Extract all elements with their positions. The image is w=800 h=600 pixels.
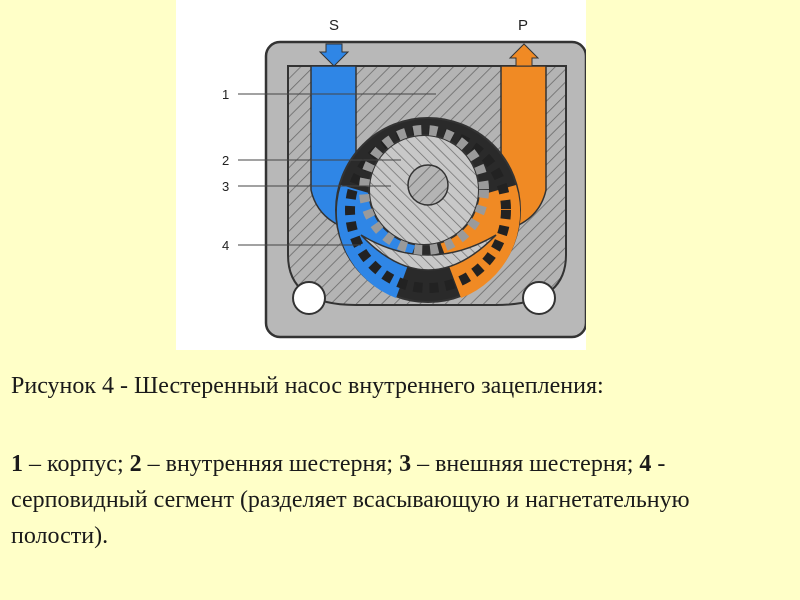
legend-text-3: внешняя шестерня; bbox=[435, 451, 640, 477]
legend-num-4: 4 bbox=[639, 451, 652, 477]
legend-num-2: 2 bbox=[129, 451, 142, 477]
figure-caption-title: Рисунок 4 - Шестеренный насос внутреннег… bbox=[11, 373, 604, 399]
legend-text-2: внутренняя шестерня; bbox=[165, 451, 400, 477]
part-label-4: 4 bbox=[222, 238, 229, 253]
legend-text-4: серповидный сегмент (разделяет всасывающ… bbox=[11, 487, 690, 549]
part-label-2: 2 bbox=[222, 153, 229, 168]
crescent-segment bbox=[360, 234, 497, 271]
pressure-arrow-icon bbox=[508, 43, 540, 67]
legend-sep-2: – bbox=[141, 451, 166, 477]
bolt-hole-right bbox=[522, 281, 556, 315]
figure-caption-legend: 1 – корпус; 2 – внутренняя шестерня; 3 –… bbox=[11, 446, 791, 554]
bolt-hole-left bbox=[292, 281, 326, 315]
suction-arrow-icon bbox=[318, 43, 350, 67]
outer-gear-ring bbox=[345, 127, 511, 293]
pump-drawing: S P 1 2 3 4 bbox=[222, 17, 586, 339]
legend-num-3: 3 bbox=[399, 451, 412, 477]
legend-text-1: корпус; bbox=[47, 451, 130, 477]
part-label-1: 1 bbox=[222, 87, 229, 102]
legend-sep-1: – bbox=[23, 451, 47, 477]
legend-sep-3: – bbox=[411, 451, 436, 477]
port-label-p: P bbox=[518, 17, 528, 34]
legend-num-1: 1 bbox=[11, 451, 23, 477]
pump-diagram: S P 1 2 3 4 bbox=[176, 0, 586, 350]
shaft bbox=[407, 164, 449, 206]
legend-sep-4: - bbox=[651, 451, 666, 477]
part-label-3: 3 bbox=[222, 179, 229, 194]
port-label-s: S bbox=[329, 17, 339, 34]
inner-gear-teeth bbox=[359, 125, 489, 255]
